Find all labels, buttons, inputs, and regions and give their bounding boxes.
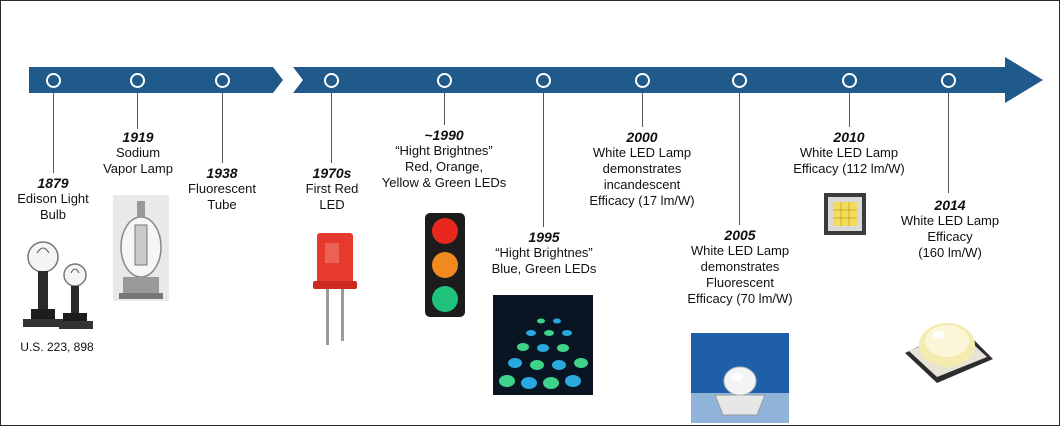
milestone-year: 2014 bbox=[934, 197, 966, 213]
milestone-text: Yellow & Green LEDs bbox=[381, 175, 507, 190]
connector-line-1879 bbox=[53, 93, 54, 173]
edison-bulb-image bbox=[23, 241, 93, 329]
connector-line-2014 bbox=[948, 93, 949, 193]
milestone-2010: 2010 White LED Lamp Efficacy (112 lm/W) bbox=[781, 129, 917, 177]
timeline-dot-1990 bbox=[437, 73, 452, 88]
connector-line-2000 bbox=[642, 93, 643, 127]
milestone-text: Blue, Green LEDs bbox=[491, 261, 597, 276]
milestone-text: Efficacy (70 lm/W) bbox=[687, 291, 793, 306]
milestone-text: First Red bbox=[305, 181, 359, 196]
milestone-text: incandescent bbox=[603, 177, 681, 192]
timeline-dot-2000 bbox=[635, 73, 650, 88]
milestone-2005: 2005 White LED Lamp demonstrates Fluores… bbox=[673, 227, 807, 307]
milestone-text: “Hight Brightnes” bbox=[395, 143, 493, 158]
milestone-text: White LED Lamp bbox=[690, 243, 790, 258]
milestone-year: 1938 bbox=[206, 165, 238, 181]
milestone-year: 1995 bbox=[528, 229, 560, 245]
milestone-2000: 2000 White LED Lamp demonstrates incande… bbox=[575, 129, 709, 209]
milestone-text: demonstrates bbox=[700, 259, 780, 274]
milestone-text: Efficacy (17 lm/W) bbox=[589, 193, 695, 208]
timeline-dot-1995 bbox=[536, 73, 551, 88]
timeline-dot-1938 bbox=[215, 73, 230, 88]
milestone-year: 2010 bbox=[833, 129, 865, 145]
connector-line-2010 bbox=[849, 93, 850, 127]
milestone-1919: 1919 Sodium Vapor Lamp bbox=[92, 129, 184, 177]
milestone-text: Red, Orange, bbox=[404, 159, 484, 174]
connector-line-1995 bbox=[543, 93, 544, 227]
led-chip-image bbox=[824, 193, 866, 235]
milestone-1970s: 1970s First Red LED bbox=[291, 165, 373, 213]
high-power-led-image bbox=[905, 323, 993, 383]
milestone-1879: 1879 Edison Light Bulb bbox=[3, 175, 103, 223]
milestone-text: White LED Lamp bbox=[900, 213, 1000, 228]
sodium-vapor-lamp-image bbox=[113, 195, 169, 301]
milestone-text: Fluorescent bbox=[188, 181, 256, 196]
connector-line-1970s bbox=[331, 93, 332, 163]
milestone-year: 2000 bbox=[626, 129, 658, 145]
timeline-bar-left bbox=[29, 67, 273, 93]
timeline-dot-1970s bbox=[324, 73, 339, 88]
milestone-text: Tube bbox=[207, 197, 237, 212]
milestone-text: demonstrates bbox=[602, 161, 682, 176]
milestone-year: 1970s bbox=[312, 165, 352, 181]
milestone-text: Bulb bbox=[39, 207, 67, 222]
connector-line-1990 bbox=[444, 93, 445, 125]
milestone-text: LED bbox=[319, 197, 345, 212]
milestone-text: White LED Lamp bbox=[592, 145, 692, 160]
connector-line-1938 bbox=[222, 93, 223, 163]
timeline-dot-2005 bbox=[732, 73, 747, 88]
milestone-text: White LED Lamp bbox=[799, 145, 899, 160]
patent-caption: U.S. 223, 898 bbox=[20, 340, 94, 354]
timeline-bar-notch bbox=[273, 67, 283, 93]
traffic-light-image bbox=[425, 213, 465, 317]
timeline-bar-right bbox=[293, 67, 1009, 93]
milestone-1995: 1995 “Hight Brightnes” Blue, Green LEDs bbox=[479, 229, 609, 277]
milestone-year: 2005 bbox=[724, 227, 756, 243]
milestone-text: Fluorescent bbox=[706, 275, 774, 290]
timeline-bar-cut bbox=[293, 67, 303, 93]
timeline-dot-2010 bbox=[842, 73, 857, 88]
milestone-text: Efficacy (112 lm/W) bbox=[793, 161, 905, 176]
led-array-image bbox=[493, 295, 593, 395]
red-led-image bbox=[313, 233, 357, 345]
milestone-text: Efficacy bbox=[927, 229, 973, 244]
connector-line-1919 bbox=[137, 93, 138, 129]
milestone-1938: 1938 Fluorescent Tube bbox=[176, 165, 268, 213]
milestone-year: 1879 bbox=[37, 175, 69, 191]
timeline-dot-1879 bbox=[46, 73, 61, 88]
timeline-arrow-head bbox=[1005, 57, 1043, 103]
fluorescent-efficacy-led-image bbox=[691, 333, 789, 423]
milestone-1990: ~1990 “Hight Brightnes” Red, Orange, Yel… bbox=[371, 127, 517, 191]
milestone-text: Sodium bbox=[115, 145, 161, 160]
timeline-dot-1919 bbox=[130, 73, 145, 88]
milestone-2014: 2014 White LED Lamp Efficacy (160 lm/W) bbox=[883, 197, 1017, 261]
milestone-text: Vapor Lamp bbox=[103, 161, 173, 176]
milestone-year: ~1990 bbox=[424, 127, 464, 143]
milestone-text: “Hight Brightnes” bbox=[495, 245, 593, 260]
milestone-text: (160 lm/W) bbox=[918, 245, 982, 260]
connector-line-2005 bbox=[739, 93, 740, 225]
milestone-text: Edison Light bbox=[17, 191, 89, 206]
timeline-dot-2014 bbox=[941, 73, 956, 88]
milestone-year: 1919 bbox=[122, 129, 154, 145]
